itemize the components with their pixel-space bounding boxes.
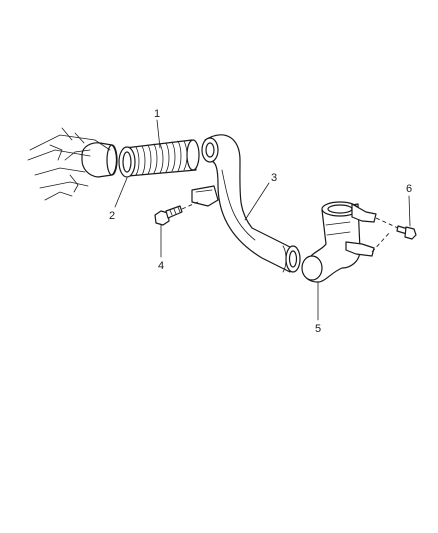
callout-labels: 1 2 3 4 5 6	[109, 108, 412, 335]
engine-intake-context	[27, 127, 118, 201]
screw-right	[396, 225, 417, 240]
leader-lines	[114, 119, 411, 321]
callout-1: 1	[154, 108, 160, 120]
callout-2: 2	[109, 210, 115, 222]
callout-5: 5	[315, 323, 321, 335]
callout-3: 3	[271, 172, 277, 184]
callout-4: 4	[158, 260, 164, 272]
resonator-elbow	[301, 201, 399, 283]
intake-tube	[191, 134, 301, 273]
bolt-left	[154, 201, 199, 226]
bellows-hose	[118, 139, 200, 178]
callout-6: 6	[406, 183, 412, 195]
